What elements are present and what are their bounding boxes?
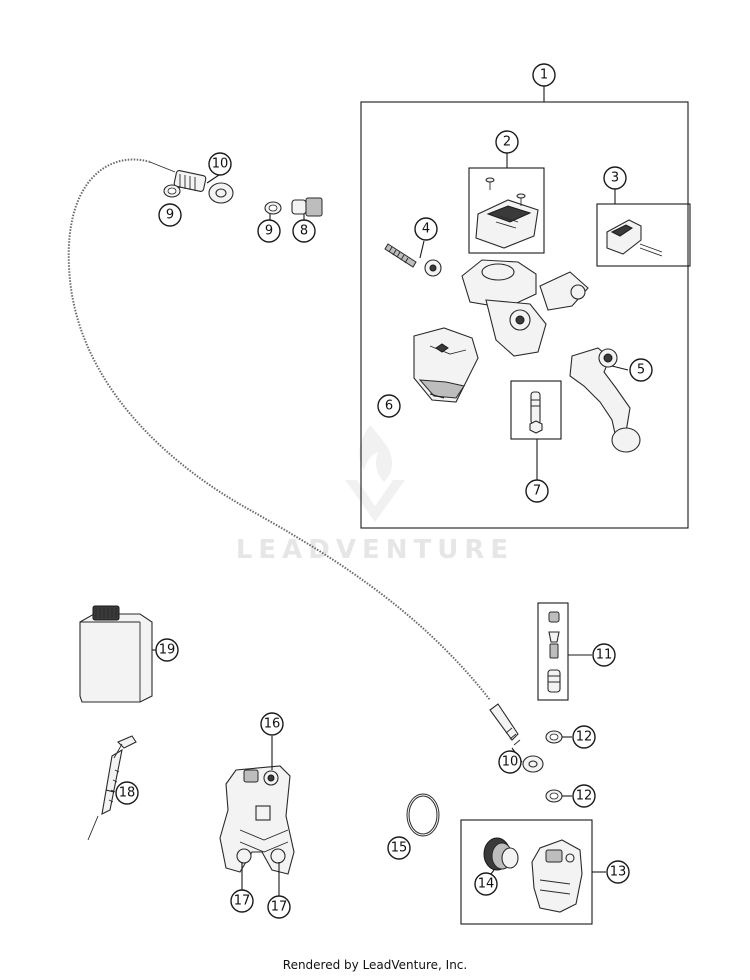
washer-lower-bottom (545, 789, 572, 803)
pushrod-piston (529, 391, 543, 434)
callout-7[interactable]: 7 (525, 479, 549, 503)
callout-15[interactable]: 15 (387, 836, 411, 860)
box-part-11 (537, 602, 569, 701)
callout-5[interactable]: 5 (629, 358, 653, 382)
callout-12-upper[interactable]: 12 (572, 725, 596, 749)
svg-text:10: 10 (502, 755, 519, 770)
callout-12-lower[interactable]: 12 (572, 784, 596, 808)
svg-text:5: 5 (637, 363, 645, 378)
svg-text:16: 16 (264, 717, 281, 732)
svg-text:17: 17 (234, 894, 251, 909)
washer-lower-top (545, 730, 572, 744)
svg-text:9: 9 (166, 208, 174, 223)
callout-4[interactable]: 4 (414, 217, 438, 241)
box-part-7 (510, 380, 562, 440)
svg-text:6: 6 (385, 399, 393, 414)
callout-2[interactable]: 2 (495, 130, 519, 154)
callout-14[interactable]: 14 (474, 872, 498, 896)
brake-hose (67, 158, 491, 701)
svg-text:9: 9 (265, 224, 273, 239)
brake-fluid-bottle (79, 605, 153, 703)
svg-text:13: 13 (610, 865, 627, 880)
svg-text:12: 12 (576, 789, 593, 804)
svg-text:14: 14 (478, 877, 495, 892)
svg-text:15: 15 (391, 841, 408, 856)
svg-text:11: 11 (596, 648, 613, 663)
callout-1[interactable]: 1 (532, 63, 556, 87)
handlebar-clamp (606, 219, 663, 257)
callout-3[interactable]: 3 (603, 166, 627, 190)
svg-text:12: 12 (576, 730, 593, 745)
callout-19[interactable]: 19 (155, 638, 179, 662)
callout-18[interactable]: 18 (115, 781, 139, 805)
callout-17-left[interactable]: 17 (230, 889, 254, 913)
watermark-logo-icon (345, 425, 405, 522)
callout-17-right[interactable]: 17 (267, 895, 291, 919)
bleeder-screw-set (547, 611, 561, 693)
assembly-box (360, 101, 689, 529)
callout-13[interactable]: 13 (606, 860, 630, 884)
washer-upper-right (264, 201, 282, 220)
brake-lever (569, 347, 641, 453)
footer-credit: Rendered by LeadVenture, Inc. (282, 958, 468, 972)
callout-10-upper[interactable]: 10 (208, 152, 232, 176)
svg-text:19: 19 (159, 643, 176, 658)
brake-caliper (531, 839, 583, 913)
callout-16[interactable]: 16 (260, 712, 284, 736)
banjo-fitting-lower (489, 703, 544, 773)
adjuster-screw (384, 243, 442, 277)
svg-text:1: 1 (540, 68, 548, 83)
caliper-body (219, 736, 295, 896)
box-part-3 (596, 203, 691, 267)
svg-text:2: 2 (503, 135, 511, 150)
svg-text:4: 4 (422, 222, 430, 237)
washer-upper-left (163, 184, 181, 198)
svg-text:17: 17 (271, 900, 288, 915)
o-ring (406, 793, 440, 837)
svg-text:18: 18 (119, 786, 136, 801)
bleed-syringe (87, 735, 137, 841)
caliper-piston (483, 837, 519, 879)
lever-boot (413, 327, 479, 403)
svg-text:10: 10 (212, 157, 229, 172)
banjo-bolt (291, 197, 323, 220)
callout-6[interactable]: 6 (377, 394, 401, 418)
svg-text:7: 7 (533, 484, 541, 499)
svg-text:8: 8 (300, 224, 308, 239)
callout-11[interactable]: 11 (592, 643, 616, 667)
callout-9-right[interactable]: 9 (257, 219, 281, 243)
svg-text:3: 3 (611, 171, 619, 186)
callout-10-lower[interactable]: 10 (498, 750, 522, 774)
banjo-fitting-upper (149, 161, 234, 204)
callout-9-left[interactable]: 9 (158, 203, 182, 227)
reservoir-cover (475, 177, 539, 249)
master-cylinder-body (461, 259, 589, 357)
watermark-text: LEADVENTURE (236, 535, 514, 565)
callout-8[interactable]: 8 (292, 219, 316, 243)
